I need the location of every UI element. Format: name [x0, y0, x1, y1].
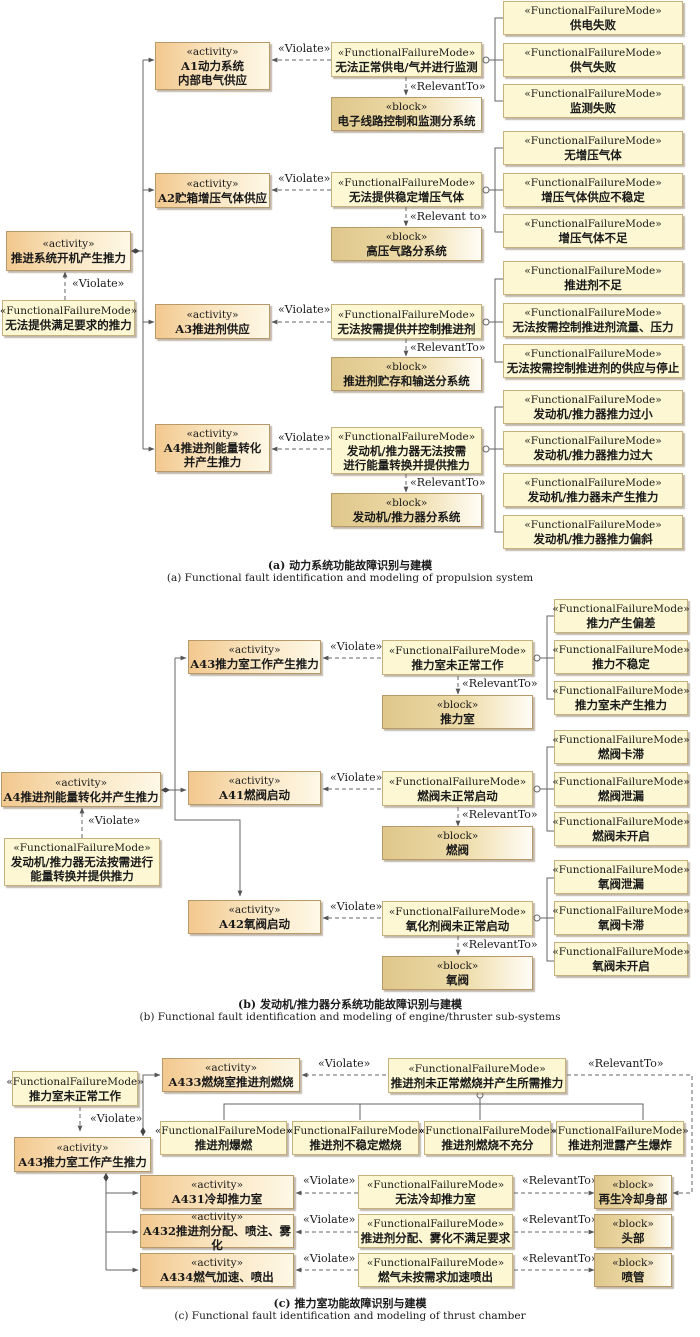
panel-c-ffm-a431[interactable]: «FunctionalFailureMode» 无法冷却推力室: [358, 1175, 513, 1209]
panel-c-block-a434[interactable]: «block» 喷管: [594, 1253, 672, 1287]
panel-a-decomposition: [482, 17, 503, 533]
panel-a-child-ffm[interactable]: «FunctionalFailureMode» 供气失败: [503, 43, 683, 77]
panel-c-ffm-a432[interactable]: «FunctionalFailureMode» 推进剂分配、雾化不满足要求: [358, 1214, 513, 1248]
panel-c-activity-a433[interactable]: «activity» A433燃烧室推进剂燃烧: [162, 1058, 300, 1092]
panel-b-block-a43[interactable]: «block» 推力室: [382, 695, 533, 729]
panel-b-block-a42[interactable]: «block» 氧阀: [382, 956, 533, 990]
panel-a-activity-a2[interactable]: «activity» A2贮箱增压气体供应: [155, 173, 270, 208]
panel-a-child-ffm[interactable]: «FunctionalFailureMode» 监测失败: [503, 84, 683, 118]
violate-label: «Violate»: [303, 1174, 356, 1187]
violate-label: «Violate»: [278, 42, 331, 55]
relevant-to-label: «RelevantTo»: [410, 476, 486, 489]
panel-a-root-activity[interactable]: «activity» 推进系统开机产生推力: [6, 231, 131, 271]
panel-c-block-a431[interactable]: «block» 再生冷却身部: [594, 1175, 672, 1209]
relevant-to-label: «RelevantTo»: [462, 938, 538, 951]
panel-c-activity-a432[interactable]: «activity» A432推进剂分配、喷注、雾化: [140, 1211, 294, 1252]
panel-c-activity-a431[interactable]: «activity» A431冷却推力室: [140, 1175, 294, 1209]
relevant-to-label: «RelevantTo»: [522, 1213, 598, 1226]
panel-a-violate-edges: [271, 57, 331, 452]
panel-a-child-ffm[interactable]: «FunctionalFailureMode» 无法按需控制推进剂流量、压力: [503, 303, 683, 337]
panel-c-caption: (c) 推力室功能故障识别与建模 (c) Functional fault id…: [174, 1297, 526, 1322]
panel-a-root-violate-label: «Violate»: [72, 277, 125, 290]
panel-a-block-a1[interactable]: «block» 电子线路控制和监测分系统: [331, 97, 482, 131]
panel-b-ffm-a42[interactable]: «FunctionalFailureMode» 氧化剂阀未正常启动: [382, 901, 533, 936]
panel-a-child-ffm[interactable]: «FunctionalFailureMode» 增压气体供应不稳定: [503, 173, 683, 207]
panel-a-composition: [131, 57, 155, 452]
panel-c-decomposition: [223, 1091, 644, 1120]
panel-b-child-ffm[interactable]: «FunctionalFailureMode» 推力产生偏差: [552, 599, 690, 633]
violate-label: «Violate»: [278, 303, 331, 316]
panel-c-activity-a434[interactable]: «activity» A434燃气加速、喷出: [140, 1253, 294, 1287]
panel-b-child-ffm[interactable]: «FunctionalFailureMode» 氧阀未开启: [552, 942, 690, 976]
violate-label: «Violate»: [330, 900, 383, 913]
panel-b-child-ffm[interactable]: «FunctionalFailureMode» 推力室未产生推力: [552, 681, 690, 715]
panel-a-child-ffm[interactable]: «FunctionalFailureMode» 供电失败: [503, 1, 683, 35]
panel-c-root-activity[interactable]: «activity» A43推力室工作产生推力: [14, 1137, 151, 1172]
panel-b-child-ffm[interactable]: «FunctionalFailureMode» 推力不稳定: [552, 640, 690, 674]
panel-a-child-ffm[interactable]: «FunctionalFailureMode» 增压气体不足: [503, 214, 683, 248]
relevant-to-label: «RelevantTo»: [410, 80, 486, 93]
panel-b-activity-a42[interactable]: «activity» A42氧阀启动: [188, 900, 321, 934]
panel-c-root-ffm[interactable]: «FunctionalFailureMode» 推力室未正常工作: [6, 1071, 144, 1106]
violate-label: «Violate»: [278, 431, 331, 444]
panel-a-block-a2[interactable]: «block» 高压气路分系统: [331, 227, 482, 261]
panel-a-activity-a4[interactable]: «activity» A4推进剂能量转化 并产生推力: [155, 424, 270, 472]
violate-label: «Violate»: [278, 172, 331, 185]
violate-label: «Violate»: [318, 1057, 371, 1070]
panel-a-ffm-a2[interactable]: «FunctionalFailureMode» 无法提供稳定增压气体: [331, 172, 482, 207]
panel-b-child-ffm[interactable]: «FunctionalFailureMode» 燃阀未开启: [552, 812, 690, 846]
panel-b-root-ffm[interactable]: «FunctionalFailureMode» 发动机/推力器无法按需进行 能量…: [4, 838, 160, 886]
panel-c-child-ffm[interactable]: «FunctionalFailureMode» 推进剂燃烧不充分: [419, 1121, 556, 1155]
panel-a-child-ffm[interactable]: «FunctionalFailureMode» 无增压气体: [503, 131, 683, 165]
panel-c-ffm-a434[interactable]: «FunctionalFailureMode» 燃气未按需求加速喷出: [358, 1253, 513, 1287]
panel-a-child-ffm[interactable]: «FunctionalFailureMode» 发动机/推力器未产生推力: [503, 473, 683, 507]
relevant-to-label: «Relevant to»: [410, 210, 488, 223]
panel-b-root-activity[interactable]: «activity» A4推进剂能量转化并产生推力: [1, 772, 161, 807]
panel-a-child-ffm[interactable]: «FunctionalFailureMode» 发动机/推力器推力过小: [503, 390, 683, 424]
panel-b-child-ffm[interactable]: «FunctionalFailureMode» 氧阀卡滞: [552, 901, 690, 935]
panel-b-child-ffm[interactable]: «FunctionalFailureMode» 氧阀泄漏: [552, 860, 690, 894]
panel-a-caption: (a) 动力系统功能故障识别与建模 (a) Functional fault i…: [166, 559, 534, 584]
panel-a-ffm-a1[interactable]: «FunctionalFailureMode» 无法正常供电/气并进行监测: [331, 42, 482, 77]
violate-label: «Violate»: [330, 771, 383, 784]
panel-b-activity-a41[interactable]: «activity» A41燃阀启动: [188, 771, 321, 805]
panel-a-child-ffm[interactable]: «FunctionalFailureMode» 发动机/推力器推力过大: [503, 431, 683, 465]
panel-b-activity-a43[interactable]: «activity» A43推力室工作产生推力: [188, 640, 321, 674]
panel-a-ffm-a4[interactable]: «FunctionalFailureMode» 发动机/推力器无法按需 进行能量…: [331, 427, 482, 474]
relevant-to-label: «RelevantTo»: [410, 341, 486, 354]
panel-b-block-a41[interactable]: «block» 燃阀: [382, 826, 533, 860]
panel-b-child-ffm[interactable]: «FunctionalFailureMode» 燃阀卡滞: [552, 730, 690, 764]
panel-a-ffm-a3[interactable]: «FunctionalFailureMode» 无法按需提供并控制推进剂: [331, 304, 482, 339]
panel-a-child-ffm[interactable]: «FunctionalFailureMode» 发动机/推力器推力偏斜: [503, 515, 683, 549]
panel-c-child-ffm[interactable]: «FunctionalFailureMode» 推进剂爆燃: [155, 1121, 292, 1155]
panel-c-block-a432[interactable]: «block» 头部: [594, 1214, 672, 1248]
panel-a-block-a4[interactable]: «block» 发动机/推力器分系统: [331, 493, 482, 527]
panel-a-root-ffm[interactable]: «FunctionalFailureMode» 无法提供满足要求的推力: [0, 300, 137, 336]
panel-c-root-violate-label: «Violate»: [90, 1112, 143, 1125]
relevant-to-label: «RelevantTo»: [462, 677, 538, 690]
panel-b-root-violate-label: «Violate»: [88, 814, 141, 827]
violate-label: «Violate»: [330, 640, 383, 653]
relevant-to-label: «RelevantTo»: [522, 1174, 598, 1187]
panel-c-child-ffm[interactable]: «FunctionalFailureMode» 推进剂泄露产生爆炸: [551, 1121, 689, 1155]
violate-label: «Violate»: [303, 1252, 356, 1265]
panel-a-activity-a3[interactable]: «activity» A3推进剂供应: [155, 304, 270, 339]
panel-b-violate-edges: [322, 655, 381, 921]
panel-a-child-ffm[interactable]: «FunctionalFailureMode» 推进剂不足: [503, 261, 683, 295]
panel-a-activity-a1[interactable]: «activity» A1动力系统 内部电气供应: [155, 42, 270, 90]
relevant-to-label: «RelevantTo»: [588, 1057, 664, 1070]
panel-c-ffm-a433[interactable]: «FunctionalFailureMode» 推进剂未正常燃烧并产生所需推力: [388, 1058, 566, 1093]
panel-a-block-a3[interactable]: «block» 推进剂贮存和输送分系统: [331, 357, 482, 391]
violate-label: «Violate»: [303, 1213, 356, 1226]
panel-b-child-ffm[interactable]: «FunctionalFailureMode» 燃阀泄漏: [552, 772, 690, 806]
panel-b-decomposition: [533, 615, 554, 962]
panel-c-child-ffm[interactable]: «FunctionalFailureMode» 推进剂不稳定燃烧: [287, 1121, 424, 1155]
relevant-to-label: «RelevantTo»: [522, 1252, 598, 1265]
panel-b-ffm-a41[interactable]: «FunctionalFailureMode» 燃阀未正常启动: [382, 771, 533, 806]
panel-a-child-ffm[interactable]: «FunctionalFailureMode» 无法按需控制推进剂的供应与停止: [503, 344, 683, 378]
panel-b-caption: (b) 发动机/推力器分系统功能故障识别与建模 (b) Functional f…: [139, 998, 561, 1023]
panel-b-ffm-a43[interactable]: «FunctionalFailureMode» 推力室未正常工作: [382, 640, 533, 675]
relevant-to-label: «RelevantTo»: [462, 808, 538, 821]
